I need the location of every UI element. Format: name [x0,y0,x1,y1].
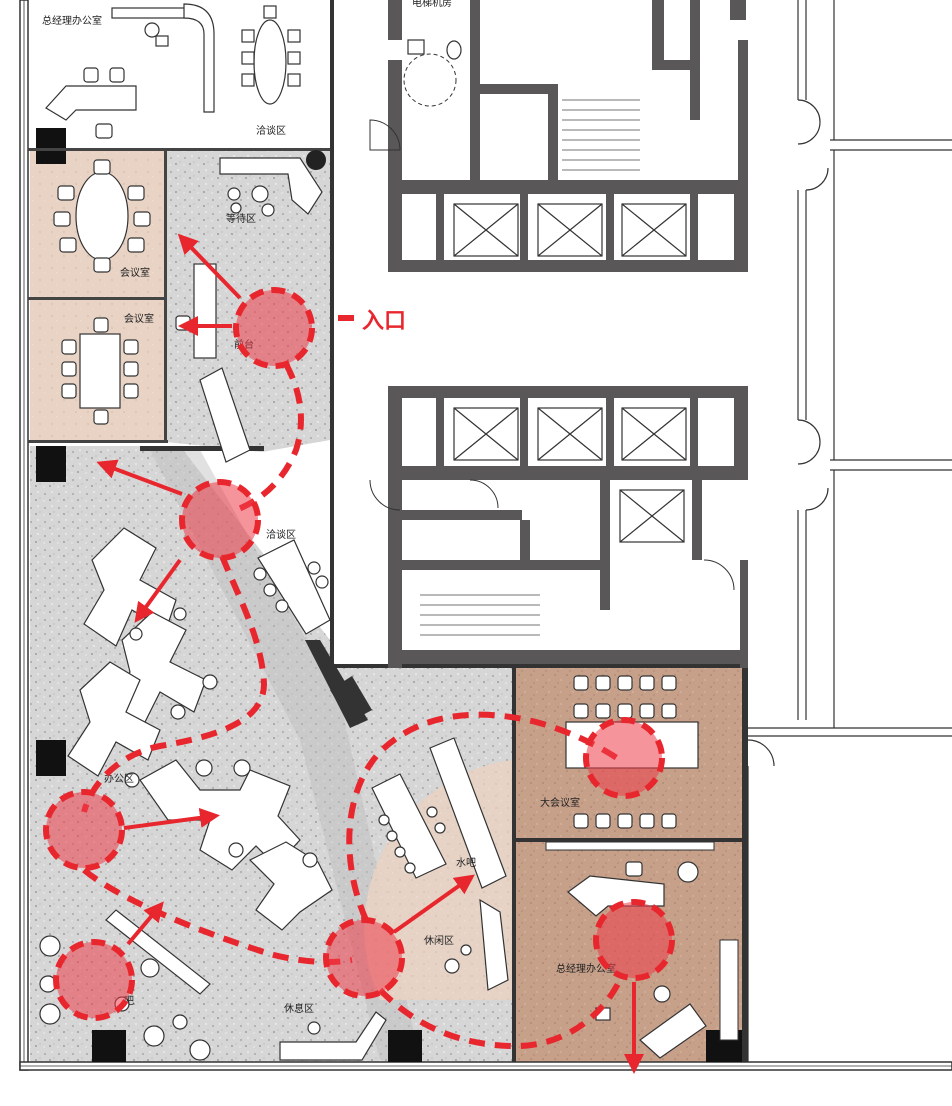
direction-arrows [96,233,644,1074]
equipment-room-label: 电梯机房 [412,0,452,9]
route-to-meeting-nodes [81,554,268,813]
route-office-loop [82,867,353,965]
node-leisure [323,917,405,999]
route-entry-to-office [234,362,304,513]
entrance-label: 入口 [362,309,406,334]
room-labels: 总经理办公室 洽谈区 等待区 会议室 会议室 前台 洽谈区 办公区 大会议室 水… [42,14,616,1015]
column [92,1030,126,1062]
node-negotiation [179,479,261,561]
meeting-room-1-label: 会议室 [120,266,150,279]
gm-office-top-label: 总经理办公室 [42,14,102,27]
arrow-to-office-cluster [123,807,220,830]
gm-office-bottom-label: 总经理办公室 [556,962,616,975]
waiting-area-label: 等待区 [226,212,256,225]
negotiation-mid-label: 洽谈区 [266,528,296,541]
column [36,446,66,482]
office-area-label: 办公区 [104,772,134,785]
arrow-to-water-bar [392,874,475,934]
circulation-route [81,315,623,1050]
bar-label: 吧 [124,996,134,1007]
route-gm-office-loop [377,978,623,1050]
node-entrance [233,287,315,369]
column [388,1030,422,1062]
arrow-to-meeting-room-2 [96,459,183,496]
leisure-label: 休闲区 [424,934,454,947]
node-large-meeting [583,717,665,799]
water-bar-label: 水吧 [456,857,476,869]
node-gm-office [593,899,675,981]
meeting-room-2-label: 会议室 [124,312,154,325]
corridor-right [747,0,952,1062]
arrow-to-workstations [134,558,182,623]
route-water-bar-loop [346,711,622,922]
negotiation-top-label: 洽谈区 [256,124,286,137]
large-meeting-label: 大会议室 [540,796,580,809]
arrow-to-bar [126,901,164,946]
column [36,128,66,164]
column [36,740,66,776]
route-nodes [43,287,675,1021]
arrow-to-meeting-room [177,233,242,300]
rest-area-label: 休息区 [284,1002,314,1015]
node-bar [53,939,135,1021]
outer-walls [19,0,952,1071]
node-office [43,789,125,871]
building-core: 电梯机房 [369,0,748,668]
